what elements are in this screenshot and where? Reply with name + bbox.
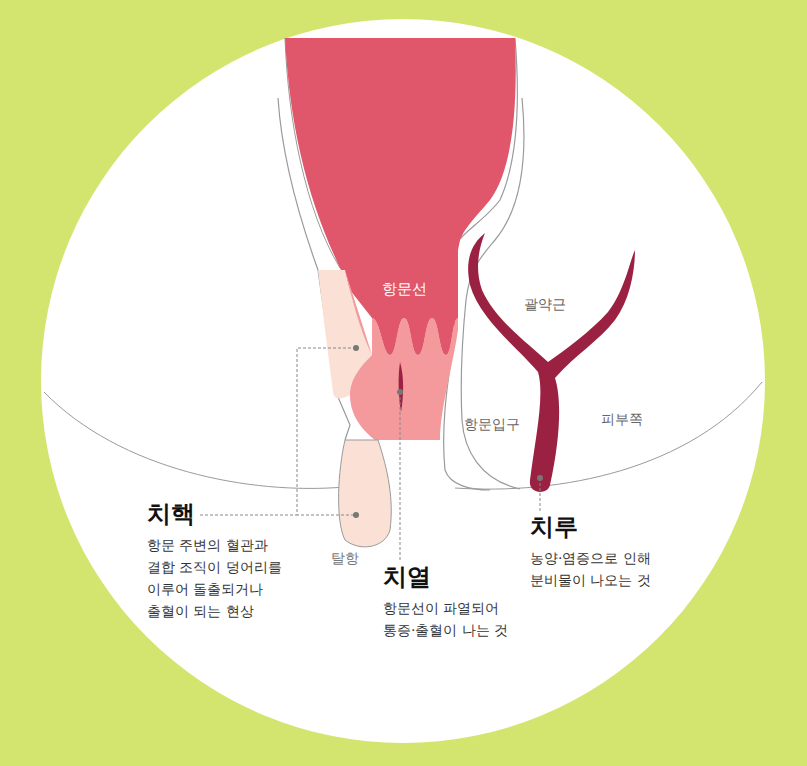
condition-description: 농양·염증으로 인해 분비물이 나오는 것 <box>530 547 670 591</box>
part-label: 피부쪽 <box>601 411 643 428</box>
part-label: 탈항 <box>331 550 359 567</box>
condition-heading: 치열 <box>383 563 431 592</box>
rectum <box>372 240 460 355</box>
condition-heading: 치핵 <box>147 500 195 529</box>
condition-description: 항문 주변의 혈관과 결합 조직이 덩어리를 이루어 돌출되거나 출혈이 되는 … <box>147 534 299 622</box>
leader-line <box>540 478 541 512</box>
leader-dot <box>353 345 359 351</box>
part-label: 항문선 <box>382 280 427 298</box>
skin-line <box>44 392 345 488</box>
fistula <box>468 233 635 492</box>
condition-description: 항문선이 파열되어 통증·출혈이 나는 것 <box>383 597 517 641</box>
part-label: 괄약근 <box>524 296 566 313</box>
leader-dot <box>397 389 403 395</box>
leader-line <box>297 348 356 515</box>
condition-heading: 치루 <box>530 513 578 542</box>
leader-dots <box>353 345 543 518</box>
prolapse <box>339 440 392 547</box>
leader-dot <box>353 512 359 518</box>
white-circle <box>41 19 765 743</box>
leader-line <box>400 392 401 560</box>
leader-line <box>200 515 297 516</box>
leader-lines <box>200 348 540 560</box>
skin-line <box>455 382 762 489</box>
part-label: 항문입구 <box>464 416 520 433</box>
leader-dot <box>537 475 543 481</box>
fissure <box>399 362 404 412</box>
